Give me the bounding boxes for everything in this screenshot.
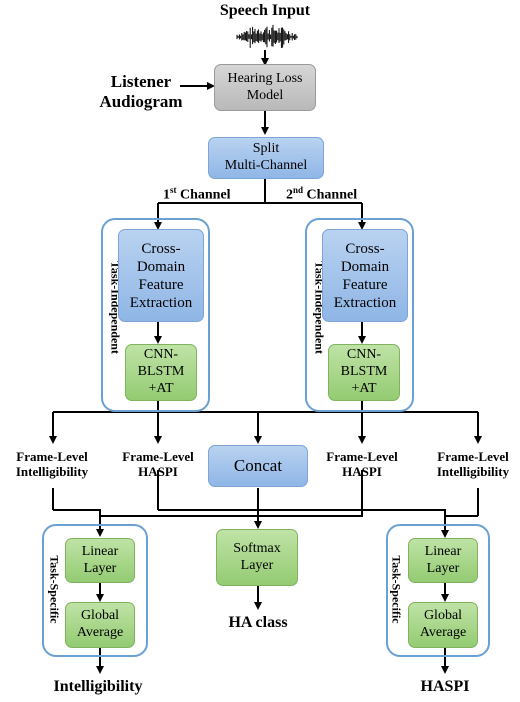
- task-specific-label-2: Task-Specific: [389, 555, 404, 624]
- output-haspi: HASPI: [420, 678, 470, 695]
- linear-layer-block-1: Linear Layer: [65, 538, 135, 583]
- frame-level-haspi-left: Frame-Level HASPI: [122, 449, 194, 479]
- output-intelligibility: Intelligibility: [53, 678, 143, 695]
- task-independent-frame-2: [305, 218, 414, 412]
- speech-waveform-icon: [236, 24, 298, 48]
- feature-extraction-block-1: Cross- Domain Feature Extraction: [118, 229, 204, 322]
- global-average-block-2: Global Average: [408, 602, 478, 648]
- feature-extraction-block-2: Cross- Domain Feature Extraction: [322, 229, 408, 322]
- linear-layer-block-2: Linear Layer: [408, 538, 478, 583]
- global-average-block-1: Global Average: [65, 602, 135, 648]
- split-multichannel-block: Split Multi-Channel: [208, 137, 324, 179]
- frame-level-haspi-right: Frame-Level HASPI: [326, 449, 398, 479]
- speech-input-label: Speech Input: [219, 2, 311, 19]
- cnn-blstm-block-1: CNN- BLSTM +AT: [125, 344, 197, 401]
- frame-level-intelligibility-left: Frame-Level Intelligibility: [15, 449, 89, 479]
- cnn-blstm-block-2: CNN- BLSTM +AT: [328, 344, 400, 401]
- concat-block: Concat: [208, 445, 308, 487]
- task-specific-label-1: Task-Specific: [47, 555, 62, 624]
- listener-audiogram-label: Listener Audiogram: [99, 72, 183, 111]
- frame-level-intelligibility-right: Frame-Level Intelligibility: [436, 449, 510, 479]
- task-independent-frame-1: [101, 218, 210, 412]
- second-channel-label: 2nd Channel: [286, 185, 358, 203]
- output-ha-class: HA class: [228, 614, 288, 631]
- task-specific-frame-1: [42, 524, 148, 657]
- task-specific-frame-2: [386, 524, 490, 657]
- softmax-layer-block: Softmax Layer: [216, 529, 298, 586]
- hearing-loss-model-block: Hearing Loss Model: [214, 64, 316, 111]
- first-channel-label: 1st Channel: [163, 185, 231, 203]
